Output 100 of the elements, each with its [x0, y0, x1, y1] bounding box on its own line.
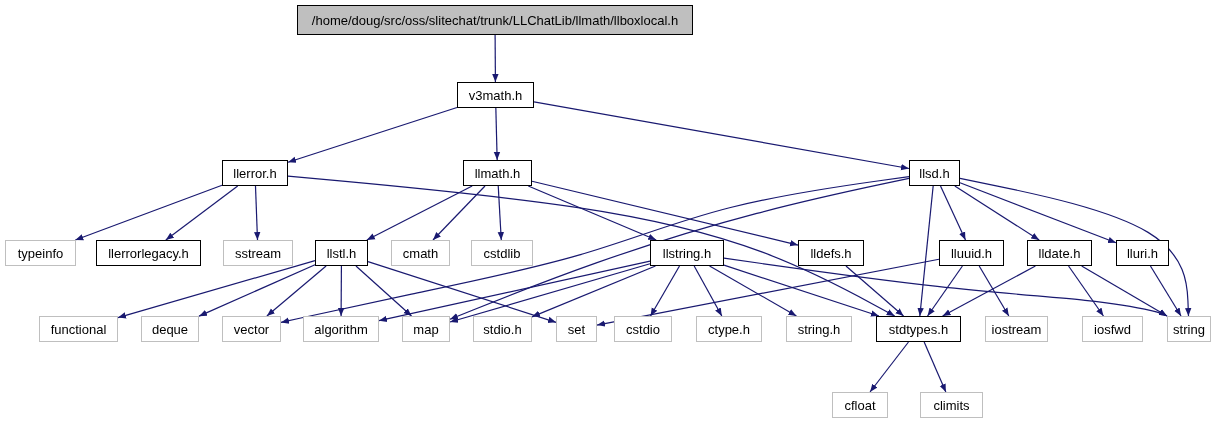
file-name: llstl.h: [326, 245, 357, 261]
include-arrow: [449, 263, 651, 323]
file-box: [876, 316, 961, 342]
include-arrow: [527, 185, 657, 241]
file-name: iosfwd: [1094, 321, 1131, 337]
file-name: string: [1173, 321, 1205, 337]
include-arrow: [337, 265, 345, 317]
file-name: cmath: [402, 245, 439, 261]
system-header-box: [556, 316, 597, 342]
system-header-box: [473, 316, 532, 342]
system-header-box: [222, 316, 281, 342]
system-header-box: [391, 240, 450, 266]
file-name: stdio.h: [483, 321, 522, 337]
file-name: /home/doug/src/oss/slitechat/trunk/LLChatLib/llmath/llboxlocal.h: [311, 12, 679, 28]
file-name: string.h: [797, 321, 841, 337]
file-box: [297, 5, 693, 35]
file-box: [315, 240, 368, 266]
file-box: [798, 240, 864, 266]
include-arrow: [939, 185, 967, 241]
include-arrow: [926, 265, 964, 317]
include-arrow: [954, 185, 1040, 241]
file-box: [909, 160, 960, 186]
system-header-box: [985, 316, 1048, 342]
file-name: llerrorlegacy.h: [108, 245, 189, 261]
include-arrow: [266, 265, 327, 317]
include-arrow: [74, 184, 223, 241]
system-header-box: [1082, 316, 1143, 342]
file-name: lluuid.h: [950, 245, 993, 261]
include-arrow: [693, 265, 723, 317]
file-box: [222, 160, 288, 186]
file-name: lldate.h: [1038, 245, 1081, 261]
include-arrow: [923, 341, 947, 393]
file-name: functional: [50, 321, 107, 337]
file-name: llstring.h: [662, 245, 712, 261]
file-box: [96, 240, 201, 266]
file-box: [1116, 240, 1169, 266]
system-header-box: [786, 316, 852, 342]
file-name: llsd.h: [919, 165, 950, 181]
include-arrow: [366, 185, 473, 241]
system-header-box: [39, 316, 118, 342]
include-arrow: [845, 265, 905, 317]
include-arrow: [531, 180, 799, 247]
file-name: cstdlib: [483, 245, 521, 261]
file-name: v3math.h: [468, 87, 523, 103]
file-name: climits: [933, 397, 970, 413]
file-name: cstdio: [626, 321, 660, 337]
file-name: map: [413, 321, 439, 337]
system-header-box: [5, 240, 76, 266]
file-name: stdtypes.h: [888, 321, 949, 337]
include-arrow: [367, 260, 557, 323]
include-arrow: [117, 260, 316, 319]
system-header-box: [471, 240, 533, 266]
include-arrow: [723, 257, 1168, 317]
include-arrow: [531, 265, 657, 318]
file-name: set: [567, 321, 586, 337]
system-header-box: [696, 316, 762, 342]
include-arrow: [942, 265, 1036, 317]
file-name: iostream: [991, 321, 1042, 337]
file-name: vector: [233, 321, 270, 337]
file-name: deque: [151, 321, 189, 337]
file-box: [457, 82, 534, 108]
file-name: llerror.h: [233, 165, 277, 181]
file-box: [463, 160, 532, 186]
file-name: typeinfo: [17, 245, 64, 261]
include-arrow: [432, 185, 486, 241]
include-arrow: [709, 265, 797, 317]
file-name: algorithm: [314, 321, 368, 337]
include-arrow: [596, 258, 940, 327]
include-arrow: [533, 101, 910, 171]
include-arrow: [492, 34, 499, 83]
include-arrow: [649, 265, 681, 317]
include-arrow: [287, 106, 458, 163]
include-arrow: [917, 185, 934, 317]
file-name: sstream: [234, 245, 282, 261]
include-arrow: [959, 177, 1192, 317]
system-header-box: [223, 240, 293, 266]
include-arrow: [254, 185, 261, 241]
system-header-box: [303, 316, 379, 342]
include-arrow: [1067, 265, 1105, 317]
file-box: [650, 240, 724, 266]
include-arrow: [869, 341, 910, 393]
include-arrow: [723, 264, 880, 317]
system-header-box: [1167, 316, 1211, 342]
include-arrow: [959, 182, 1117, 244]
file-name: lldefs.h: [810, 245, 852, 261]
include-arrow: [355, 265, 413, 317]
include-arrow: [1081, 265, 1168, 317]
include-arrow: [165, 185, 239, 241]
file-name: lluri.h: [1126, 245, 1159, 261]
include-arrow: [449, 177, 910, 320]
system-header-box: [402, 316, 450, 342]
system-header-box: [614, 316, 672, 342]
system-header-box: [832, 392, 888, 418]
system-header-box: [141, 316, 199, 342]
file-name: cfloat: [844, 397, 876, 413]
file-box: [1027, 240, 1092, 266]
include-arrow: [198, 264, 316, 317]
file-box: [939, 240, 1004, 266]
file-name: llmath.h: [474, 165, 521, 181]
file-name: ctype.h: [708, 321, 750, 337]
